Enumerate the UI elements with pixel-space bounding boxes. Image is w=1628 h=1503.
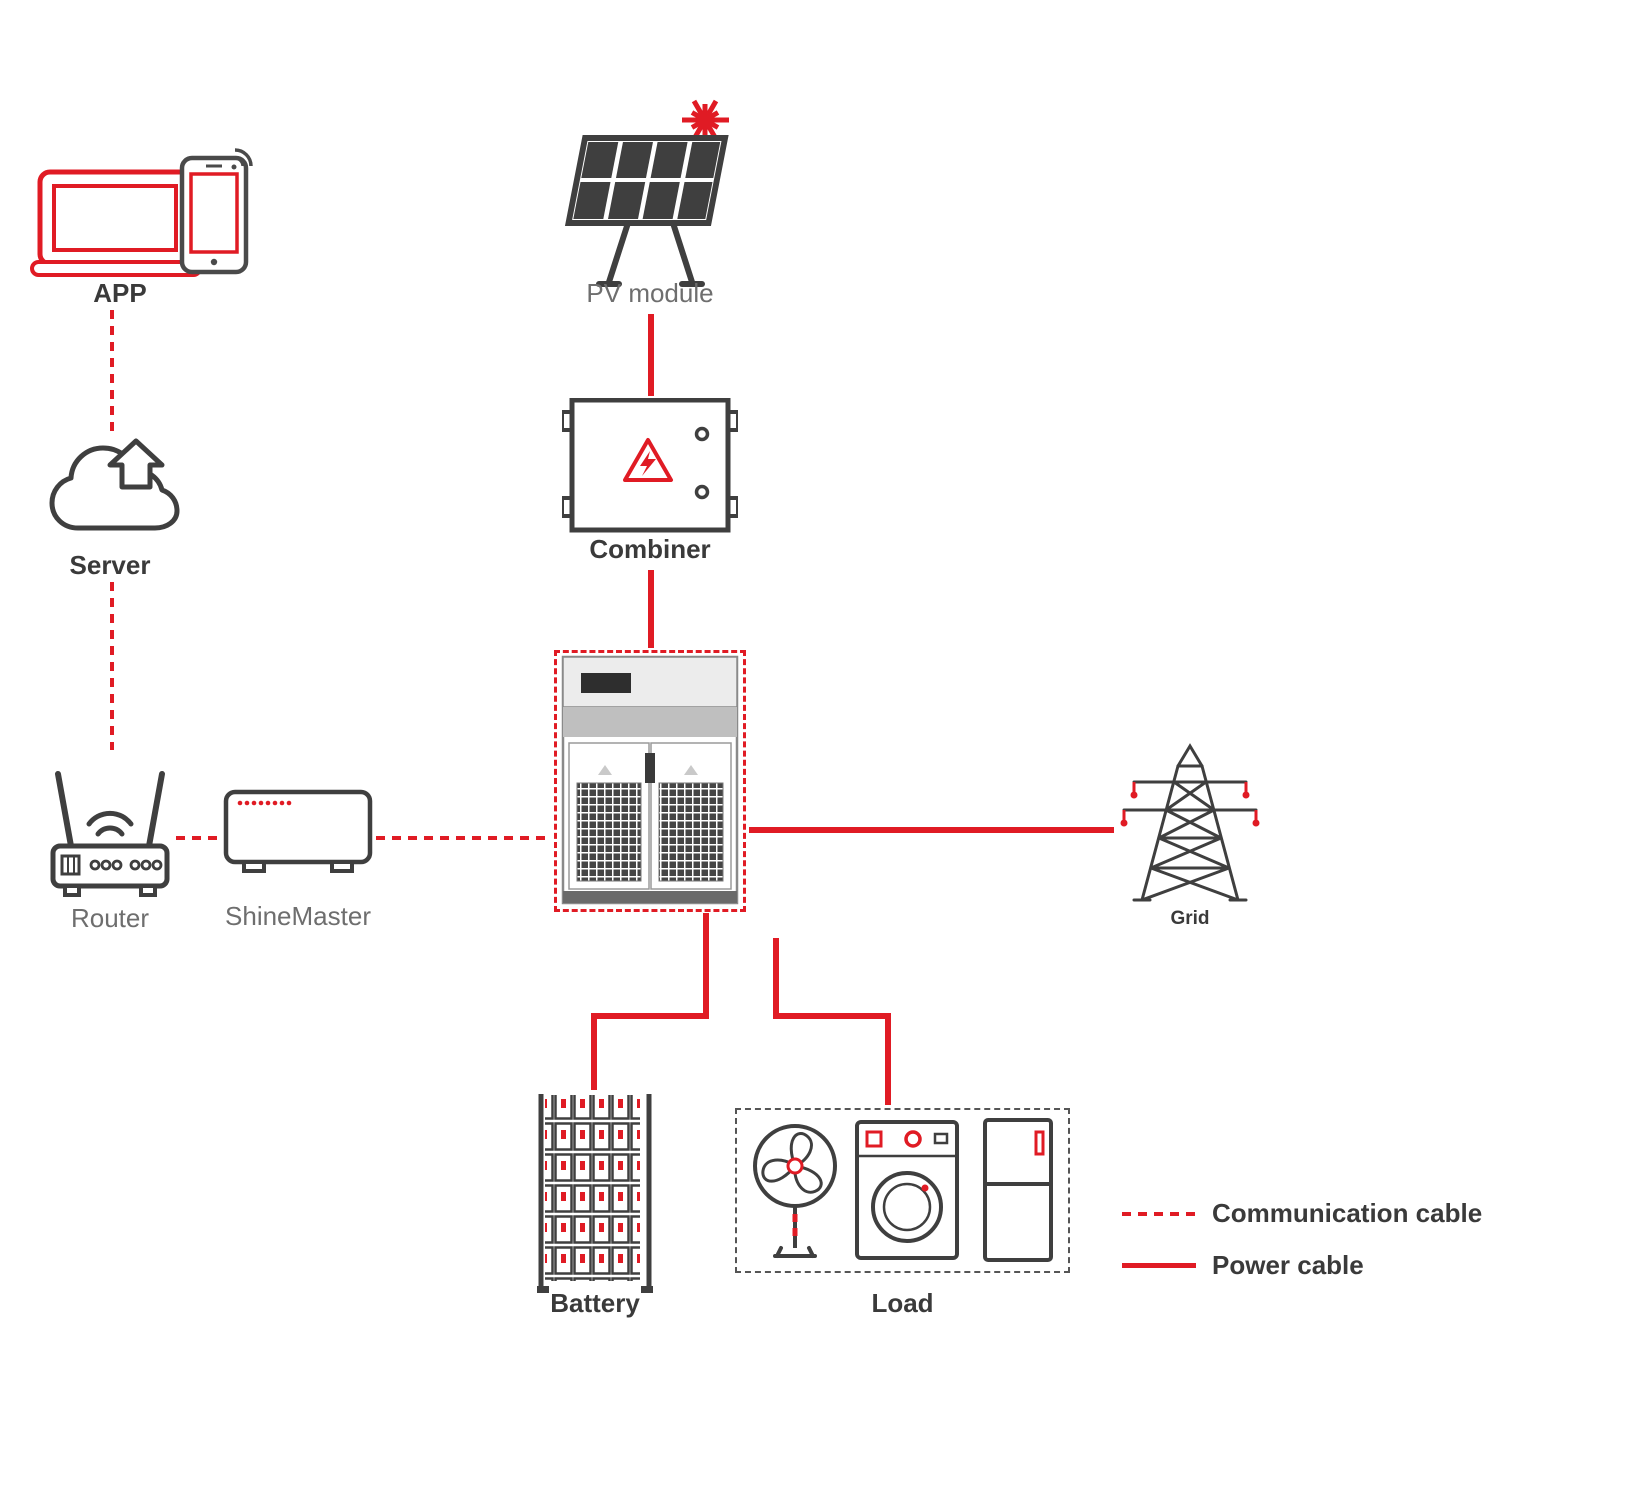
upload-arrow xyxy=(107,438,165,490)
inverter-node xyxy=(554,650,746,912)
panel-legs xyxy=(596,220,705,287)
router-label: Router xyxy=(70,903,150,933)
fan-icon xyxy=(753,1124,837,1258)
shinemaster-device-icon xyxy=(223,789,373,873)
battery-node xyxy=(535,1090,655,1295)
insulators xyxy=(1120,782,1260,827)
pv-module-label: PV module xyxy=(586,278,714,308)
load-label: Load xyxy=(871,1288,934,1318)
power-line-inverter-battery xyxy=(591,913,709,1090)
power-cable-label: Power cable xyxy=(1212,1250,1364,1280)
power-line-inverter-load xyxy=(773,938,891,1105)
server-node xyxy=(38,435,198,543)
shinemaster-node xyxy=(222,782,374,882)
communication-cable-label: Communication cable xyxy=(1212,1198,1483,1228)
inverter-display xyxy=(581,673,631,693)
router-node xyxy=(45,750,175,900)
pv-module-node xyxy=(545,90,755,305)
cloud-upload-icon xyxy=(49,438,180,531)
app-node xyxy=(30,140,260,290)
communication-cable-sample xyxy=(1122,1211,1196,1216)
status-leds xyxy=(237,800,292,806)
battery-rack-icon xyxy=(537,1094,653,1293)
sun-icon xyxy=(682,99,729,141)
app-label: APP xyxy=(93,278,147,308)
grid-label: Grid xyxy=(1170,908,1210,929)
combiner-label: Combiner xyxy=(589,534,711,564)
solar-panel-icon xyxy=(564,99,729,287)
phone-icon xyxy=(179,155,249,275)
washing-machine-icon xyxy=(855,1120,959,1260)
inverter-cabinet-icon xyxy=(561,655,739,905)
app-device-icons xyxy=(30,148,253,277)
refrigerator-icon xyxy=(983,1118,1053,1262)
grid-node xyxy=(1110,738,1270,908)
panel-face xyxy=(564,135,729,226)
power-cable-sample xyxy=(1122,1263,1196,1268)
load-node xyxy=(735,1108,1070,1273)
inverter-handle xyxy=(645,753,655,783)
combiner-box-icon xyxy=(560,397,740,533)
server-label: Server xyxy=(69,550,151,580)
transmission-tower-icon xyxy=(1120,743,1260,902)
legend-communication: Communication cable xyxy=(1122,1198,1482,1229)
shinemaster-label: ShineMaster xyxy=(225,901,371,931)
combiner-node xyxy=(560,397,740,534)
wifi-icon xyxy=(231,148,253,170)
load-appliances xyxy=(753,1118,1053,1262)
wifi-arcs xyxy=(86,810,134,827)
battery-label: Battery xyxy=(550,1288,640,1318)
router-icon xyxy=(50,771,170,897)
laptop-icon xyxy=(30,169,202,277)
legend-power: Power cable xyxy=(1122,1250,1364,1281)
warning-lightning-icon xyxy=(623,438,673,482)
